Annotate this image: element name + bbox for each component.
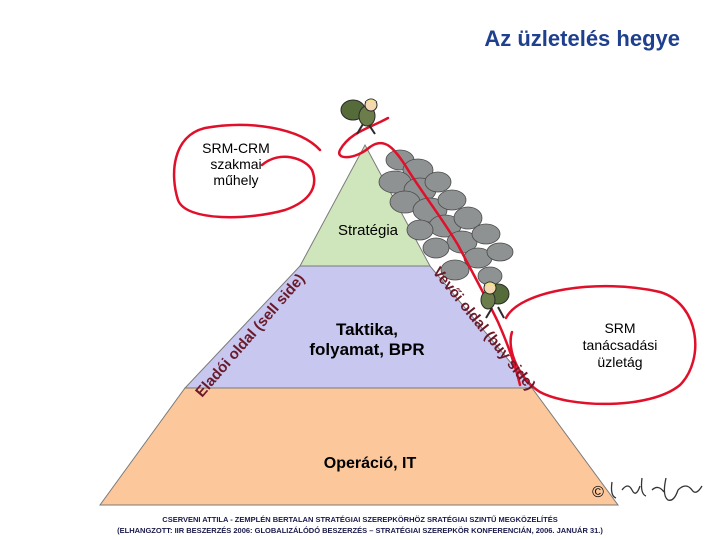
footer-line2: (ELHANGZOTT: IIR BESZERZÉS 2006: GLOBALI…	[117, 526, 603, 535]
climber-icon	[480, 281, 510, 319]
strategy-label: Stratégia	[337, 222, 399, 239]
climber-icon	[340, 98, 378, 135]
slide-title: Az üzletelés hegye	[484, 26, 680, 51]
consulting-callout: SRM tanácsadási üzletág	[560, 320, 680, 371]
consulting-line2: tanácsadási	[582, 337, 658, 353]
tactics-label-line1: Taktika,	[335, 320, 399, 339]
consulting-line3: üzletág	[597, 354, 643, 370]
consulting-line1: SRM	[604, 320, 636, 336]
workshop-line1: SRM-CRM	[202, 140, 270, 156]
workshop-line2: szakmai	[210, 156, 262, 172]
consulting-callout-loop	[504, 284, 697, 406]
footer-line1: CSERVENI ATTILA - ZEMPLÉN BERTALAN STRAT…	[162, 515, 558, 524]
operations-layer	[99, 387, 619, 506]
climbing-path	[337, 116, 522, 387]
clouds	[378, 149, 514, 286]
workshop-callout-loop	[172, 123, 322, 219]
tactics-label: Taktika, folyamat, BPR	[292, 320, 442, 360]
operations-label: Operáció, IT	[323, 455, 417, 472]
workshop-callout: SRM-CRM szakmai műhely	[186, 140, 286, 188]
tactics-label-line2: folyamat, BPR	[309, 340, 425, 359]
signature-icon	[610, 477, 703, 501]
workshop-line3: műhely	[213, 172, 259, 188]
copyright-symbol: ©	[592, 484, 604, 501]
